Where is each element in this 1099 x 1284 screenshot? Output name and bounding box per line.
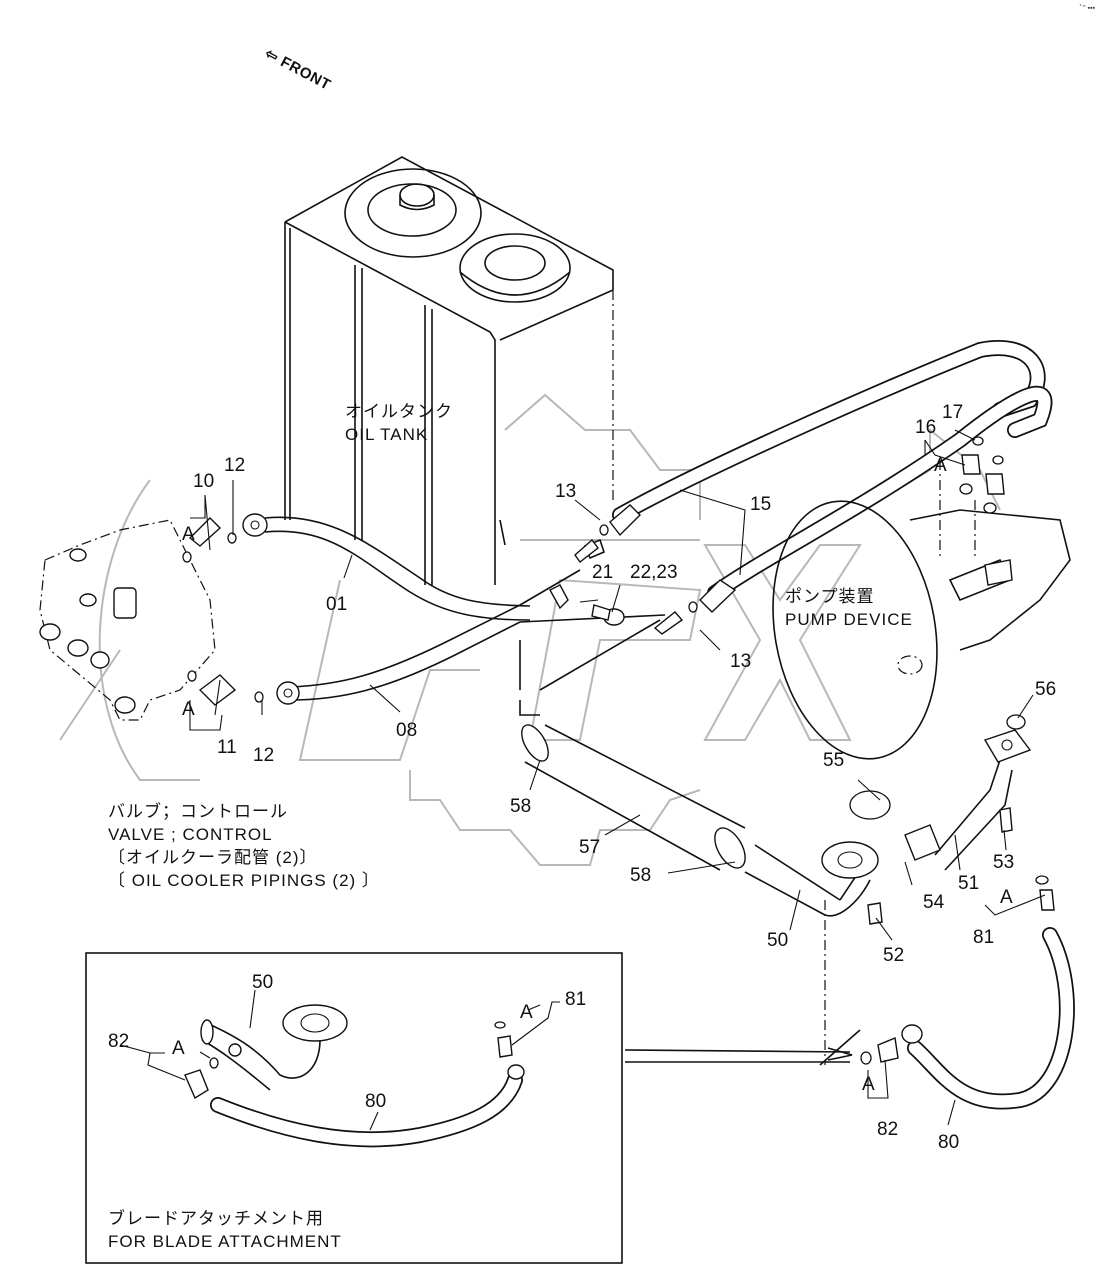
control-valve-label: バルブ；コントロール VALVE ; CONTROL 〔オイルクーラ配管 (2)… <box>108 800 380 892</box>
pipe-51 <box>824 714 1032 1065</box>
inset-callout-82: 82 <box>108 1031 130 1052</box>
callout-21: 21 <box>592 562 614 583</box>
inset-title-en: FOR BLADE ATTACHMENT <box>108 1232 342 1251</box>
pipe-08 <box>276 519 666 716</box>
corner-mark: ﾟ" ▪▪▪ <box>1079 5 1095 12</box>
callout-16: 16 <box>915 417 937 438</box>
callout-51: 51 <box>958 873 980 894</box>
callout-52: 52 <box>883 945 905 966</box>
callout-55: 55 <box>823 750 845 771</box>
callout-08: 08 <box>396 720 418 741</box>
inset-drawing <box>85 952 623 1264</box>
oil-tank-label-jp: オイルタンク <box>345 402 453 421</box>
callout-57: 57 <box>579 837 601 858</box>
inset-callout-50: 50 <box>252 972 274 993</box>
callout-53: 53 <box>993 852 1015 873</box>
hose-80 <box>624 875 1075 1110</box>
leader-lines <box>189 429 1046 1126</box>
callout-58: 58 <box>510 796 532 817</box>
control-valve-label-jp: バルブ；コントロール <box>108 802 288 821</box>
hose-15 <box>574 340 1053 635</box>
inset-callout-80: 80 <box>365 1091 387 1112</box>
oil-tank-label: オイルタンク OIL TANK <box>345 400 453 446</box>
callout-A: A <box>1000 887 1013 908</box>
callout-56: 56 <box>1035 679 1057 700</box>
callout-80: 80 <box>938 1132 960 1153</box>
pump-device-label: ポンプ装置 PUMP DEVICE <box>785 585 913 631</box>
pump-device <box>772 460 1071 760</box>
callout-12: 12 <box>224 455 246 476</box>
inset-callout-81: 81 <box>565 989 587 1010</box>
inset-callout-A: A <box>520 1002 533 1023</box>
callout-12: 12 <box>253 745 275 766</box>
callout-15: 15 <box>750 494 772 515</box>
callout-A: A <box>862 1074 875 1095</box>
callout-82: 82 <box>877 1119 899 1140</box>
inset-title: ブレードアタッチメント用 FOR BLADE ATTACHMENT <box>108 1207 342 1253</box>
control-valve-label-en: VALVE ; CONTROL <box>108 825 273 844</box>
oil-tank <box>284 156 614 585</box>
callout-58: 58 <box>630 865 652 886</box>
inset-callout-A: A <box>172 1038 185 1059</box>
pipe-01 <box>242 513 531 621</box>
callout-A: A <box>182 524 195 545</box>
control-valve <box>39 517 698 721</box>
oil-cooler-57 <box>521 724 879 917</box>
callout-81: 81 <box>973 927 995 948</box>
group-title-en: 〔 OIL COOLER PIPINGS (2) 〕 <box>108 871 380 890</box>
callout-A: A <box>934 455 947 476</box>
callout-50: 50 <box>767 930 789 951</box>
fittings-16-17 <box>959 436 1005 514</box>
callout-17: 17 <box>942 402 964 423</box>
callout-13: 13 <box>555 481 577 502</box>
callout-A: A <box>182 699 195 720</box>
inset-title-jp: ブレードアタッチメント用 <box>108 1209 324 1228</box>
pump-device-label-jp: ポンプ装置 <box>785 587 875 606</box>
callout-22-23: 22,23 <box>630 562 678 583</box>
callout-13: 13 <box>730 651 752 672</box>
callout-54: 54 <box>923 892 945 913</box>
callout-01: 01 <box>326 594 348 615</box>
group-title-jp: 〔オイルクーラ配管 (2)〕 <box>108 848 318 867</box>
pump-device-label-en: PUMP DEVICE <box>785 610 913 629</box>
clamp-21 <box>549 538 625 626</box>
callout-11: 11 <box>217 737 237 758</box>
callout-10: 10 <box>193 471 215 492</box>
oil-tank-label-en: OIL TANK <box>345 425 429 444</box>
